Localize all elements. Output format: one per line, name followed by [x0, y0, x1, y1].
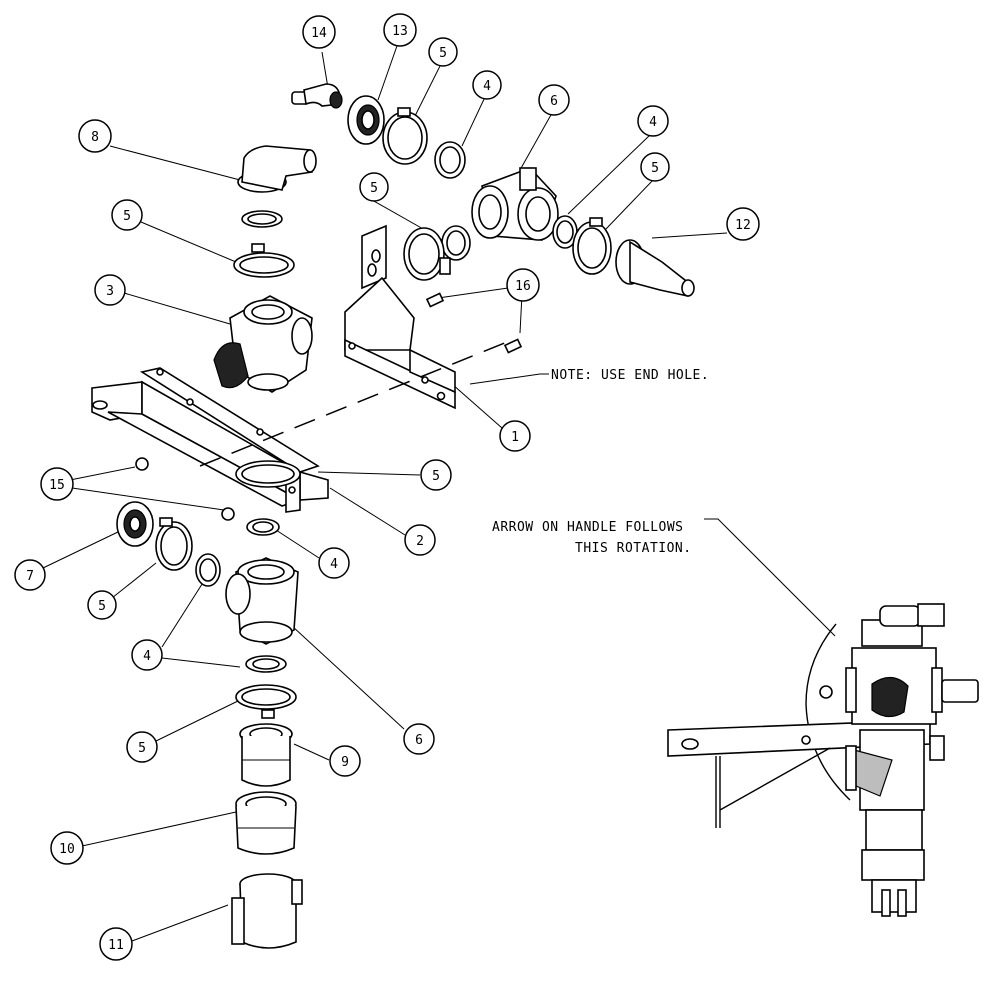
part-12-hose-barb: [615, 239, 695, 297]
svg-text:14: 14: [311, 26, 327, 41]
callout-4: 4: [637, 105, 669, 137]
callout-2: 2: [404, 524, 436, 556]
svg-text:15: 15: [49, 478, 65, 493]
part-5-clamp-8: [233, 243, 295, 278]
svg-text:12: 12: [735, 218, 751, 233]
callout-13: 13: [383, 13, 417, 47]
callout-1: 1: [499, 420, 531, 452]
callout-10: 10: [50, 831, 84, 865]
svg-text:3: 3: [106, 284, 114, 299]
svg-text:9: 9: [341, 755, 349, 770]
callout-5: 5: [111, 199, 143, 231]
part-5-clamp-lower: [235, 684, 297, 719]
callout-11: 11: [99, 927, 133, 961]
callout-14: 14: [302, 15, 336, 49]
part-9-adapter: [239, 723, 293, 787]
part-14-elbow-fitting: [291, 83, 343, 109]
part-11-cam-lock: [231, 873, 303, 949]
callout-5: 5: [640, 152, 670, 182]
callout-4: 4: [472, 70, 502, 100]
callout-16: 16: [506, 268, 540, 302]
svg-text:2: 2: [416, 534, 424, 549]
svg-text:5: 5: [651, 161, 659, 176]
part-15-nuts: [135, 457, 235, 521]
svg-text:8: 8: [91, 130, 99, 145]
svg-text:6: 6: [415, 733, 423, 748]
callout-7: 7: [14, 559, 46, 591]
svg-text:4: 4: [330, 557, 338, 572]
callout-4: 4: [318, 547, 350, 579]
part-6-tee-lower: [225, 557, 299, 645]
part-7-cap: [116, 501, 154, 547]
callout-5: 5: [126, 731, 158, 763]
svg-text:13: 13: [392, 24, 408, 39]
part-4-gasket-lower: [245, 655, 287, 673]
part-5-clamp-mid: [403, 227, 451, 281]
part-5-clamp-right: [572, 217, 612, 275]
svg-text:5: 5: [98, 599, 106, 614]
part-10-coupler: [235, 791, 297, 855]
leader-lines: [42, 42, 836, 942]
assembled-view: [667, 603, 979, 917]
part-4-gasket-right: [552, 215, 578, 249]
callout-5: 5: [359, 172, 389, 202]
callout-6: 6: [538, 84, 570, 116]
svg-text:5: 5: [432, 469, 440, 484]
svg-text:4: 4: [143, 649, 151, 664]
part-4-gasket-valve: [246, 518, 280, 536]
callout-5: 5: [87, 590, 117, 620]
part-6-tee-upper: [471, 167, 559, 241]
part-5-clamp-valve: [235, 460, 301, 488]
note-arrow-line-2: THIS ROTATION.: [575, 541, 692, 556]
svg-text:6: 6: [550, 94, 558, 109]
svg-text:4: 4: [649, 115, 657, 130]
note-arrow-line-1: ARROW ON HANDLE FOLLOWS: [492, 520, 684, 535]
part-4-gasket-mid: [441, 225, 471, 261]
svg-text:1: 1: [511, 430, 519, 445]
part-13-cap: [347, 95, 385, 145]
part-5-clamp-7: [155, 517, 193, 571]
part-4-gasket-top: [434, 141, 466, 179]
svg-text:5: 5: [138, 741, 146, 756]
callout-3: 3: [94, 274, 126, 306]
svg-text:5: 5: [439, 46, 447, 61]
part-4-gasket-7: [195, 553, 221, 587]
callout-5: 5: [420, 459, 452, 491]
callout-5: 5: [428, 37, 458, 67]
part-8-elbow: [237, 145, 317, 193]
callout-8: 8: [78, 119, 112, 153]
svg-text:16: 16: [515, 279, 531, 294]
svg-text:7: 7: [26, 569, 34, 584]
callout-4: 4: [131, 639, 163, 671]
svg-text:5: 5: [123, 209, 131, 224]
svg-text:5: 5: [370, 181, 378, 196]
note-use-end-hole: NOTE: USE END HOLE.: [551, 368, 709, 383]
part-4-gasket-8: [241, 210, 283, 228]
mounting-bracket-1: [344, 224, 456, 410]
part-16-bolts: [425, 292, 523, 354]
part-5-clamp-top: [382, 107, 428, 165]
assembly-centerline: [199, 339, 513, 467]
svg-text:11: 11: [108, 938, 124, 953]
callout-9: 9: [329, 745, 361, 777]
mounting-bracket-2: [91, 367, 329, 513]
svg-text:10: 10: [59, 842, 75, 857]
part-3-valve-body: [213, 295, 313, 393]
svg-text:4: 4: [483, 79, 491, 94]
callout-15: 15: [40, 467, 74, 501]
callout-12: 12: [726, 207, 760, 241]
callout-6: 6: [403, 723, 435, 755]
